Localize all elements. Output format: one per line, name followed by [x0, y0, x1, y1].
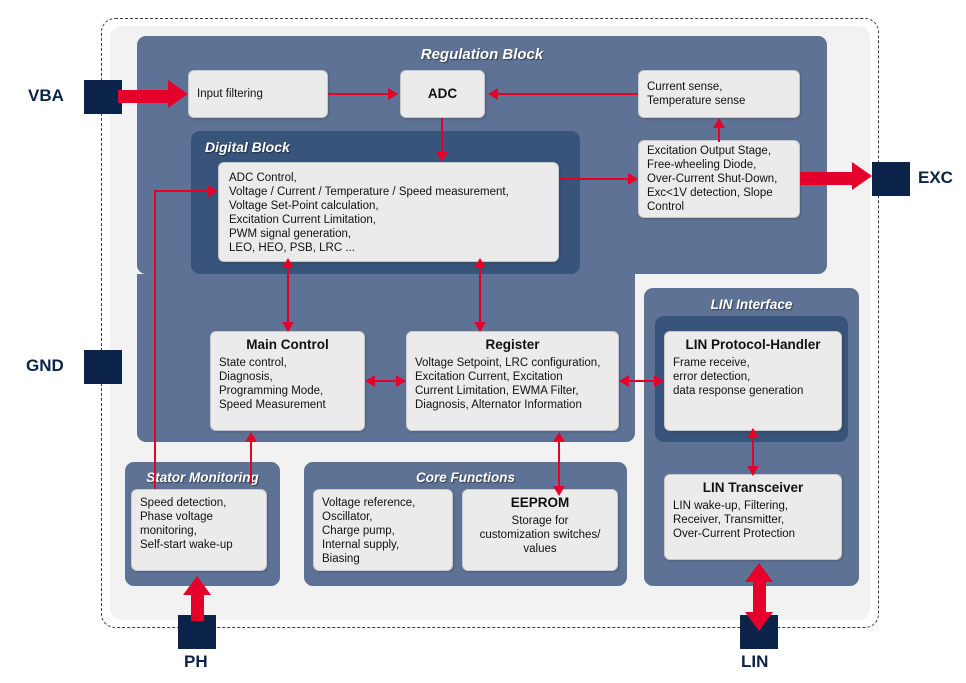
arrowhead-digital-core-to-main-control — [282, 322, 294, 332]
pin-vba[interactable] — [84, 80, 122, 114]
arrowhead-adc-to-digital-core — [436, 152, 448, 162]
connector-ph-pin-to-stator — [191, 595, 204, 621]
block-input-filtering[interactable]: Input filtering — [188, 70, 328, 118]
block-excitation-output-stage[interactable]: Excitation Output Stage, Free-wheeling D… — [638, 140, 800, 218]
connector-vba-to-input-filtering — [118, 90, 168, 103]
block-adc[interactable]: ADC — [400, 70, 485, 118]
chip-boundary-dashed — [101, 18, 879, 628]
group-lin-interface-title: LIN Interface — [710, 297, 793, 312]
block-input-filtering-body: Input filtering — [197, 88, 263, 100]
arrowhead-lin-handler-to-register — [619, 375, 629, 387]
block-register-header: Register — [485, 337, 540, 352]
block-lin-transceiver-header: LIN Transceiver — [702, 480, 804, 495]
block-register[interactable]: Register Voltage Setpoint, LRC configura… — [406, 331, 619, 431]
block-lin-protocol-handler[interactable]: LIN Protocol-Handler Frame receive, erro… — [664, 331, 842, 431]
arrowhead-digital-core-to-excitation — [628, 173, 638, 185]
connector-stator-to-main-control — [250, 442, 253, 484]
block-lin-protocol-handler-body: Frame receive, error detection, data res… — [673, 357, 804, 397]
connector-excitation-to-exc-pin — [800, 172, 852, 185]
block-register-body: Voltage Setpoint, LRC configuration, Exc… — [415, 357, 601, 411]
block-core-detail-body: Voltage reference, Oscillator, Charge pu… — [322, 497, 416, 565]
arrowhead-ph-pin-to-stator — [183, 576, 211, 595]
connector-sense-to-adc — [498, 93, 638, 96]
arrowhead-main-control-to-register — [396, 375, 406, 387]
group-control-region-upper — [137, 274, 635, 304]
block-current-temperature-sense-body: Current sense, Temperature sense — [647, 81, 746, 107]
pin-vba-label: VBA — [28, 86, 64, 105]
connector-digital-core-register — [479, 268, 482, 324]
block-eeprom-body: Storage for customization switches/ valu… — [479, 515, 601, 555]
connector-input-filtering-to-adc — [328, 93, 388, 96]
arrowhead-transceiver-to-handler — [747, 428, 759, 438]
arrowhead-digital-core-to-register — [474, 322, 486, 332]
arrowhead-sense-to-adc — [488, 88, 498, 100]
connector-eeprom-register — [558, 442, 561, 490]
group-stator-monitoring-title: Stator Monitoring — [146, 470, 259, 485]
block-eeprom[interactable]: EEPROM Storage for customization switche… — [462, 489, 618, 571]
arrowhead-register-to-lin-handler — [654, 375, 664, 387]
block-digital-core-body: ADC Control, Voltage / Current / Tempera… — [229, 172, 509, 254]
block-stator-detail[interactable]: Speed detection, Phase voltage monitorin… — [131, 489, 267, 571]
block-lin-protocol-handler-header: LIN Protocol-Handler — [685, 337, 821, 352]
connector-adc-to-digital-core — [441, 118, 444, 152]
connector-digital-core-to-excitation — [559, 178, 628, 181]
arrowhead-handler-to-transceiver — [747, 466, 759, 476]
pin-exc-label: EXC — [918, 168, 953, 187]
arrowhead-register-to-eeprom — [553, 486, 565, 496]
block-current-temperature-sense[interactable]: Current sense, Temperature sense — [638, 70, 800, 118]
arrowhead-main-control-to-digital-core — [282, 258, 294, 268]
pin-lin-label: LIN — [741, 652, 769, 671]
arrowhead-excitation-to-sense — [713, 118, 725, 128]
arrowhead-register-to-digital-core — [474, 258, 486, 268]
connector-excitation-to-sense — [718, 128, 721, 142]
arrowhead-vba-to-input-filtering — [168, 80, 188, 108]
block-adc-header: ADC — [427, 86, 458, 101]
connector-lin-pin-to-transceiver — [753, 582, 766, 616]
arrowhead-eeprom-to-register — [553, 432, 565, 442]
arrowhead-input-filtering-to-adc — [388, 88, 398, 100]
pin-gnd[interactable] — [84, 350, 122, 384]
pin-exc[interactable] — [872, 162, 910, 196]
group-digital-block-title: Digital Block — [205, 139, 290, 155]
pin-gnd-label: GND — [26, 356, 64, 375]
connector-lin-handler-transceiver — [752, 438, 755, 468]
block-main-control-header: Main Control — [246, 337, 329, 352]
block-core-detail[interactable]: Voltage reference, Oscillator, Charge pu… — [313, 489, 453, 571]
block-lin-transceiver[interactable]: LIN Transceiver LIN wake-up, Filtering, … — [664, 474, 842, 560]
group-regulation-block-title: Regulation Block — [420, 46, 544, 63]
pin-ph-label: PH — [184, 652, 208, 671]
arrowhead-transceiver-to-lin-pin — [745, 612, 773, 631]
group-core-functions-title: Core Functions — [415, 470, 515, 485]
connector-register-lin-handler — [627, 380, 656, 383]
arrowhead-stator-to-main-control — [245, 432, 257, 442]
block-stator-detail-body: Speed detection, Phase voltage monitorin… — [140, 497, 233, 551]
block-main-control-body: State control, Diagnosis, Programming Mo… — [219, 357, 326, 411]
connector-digital-core-main-control — [287, 268, 290, 324]
block-main-control[interactable]: Main Control State control, Diagnosis, P… — [210, 331, 365, 431]
arrowhead-register-to-main-control — [365, 375, 375, 387]
block-digital-core[interactable]: ADC Control, Voltage / Current / Tempera… — [218, 162, 559, 262]
connector-stator-vertical — [154, 190, 157, 489]
connector-main-control-register — [373, 380, 399, 383]
arrowhead-lin-pin-to-transceiver — [745, 563, 773, 582]
block-excitation-output-stage-body: Excitation Output Stage, Free-wheeling D… — [647, 145, 778, 213]
group-control-region-left — [137, 274, 197, 442]
arrowhead-stator-to-digital-core — [208, 185, 218, 197]
arrowhead-excitation-to-exc-pin — [852, 162, 872, 190]
connector-stator-horizontal — [154, 190, 208, 193]
block-lin-transceiver-body: LIN wake-up, Filtering, Receiver, Transm… — [673, 500, 796, 540]
block-eeprom-header: EEPROM — [510, 495, 570, 510]
